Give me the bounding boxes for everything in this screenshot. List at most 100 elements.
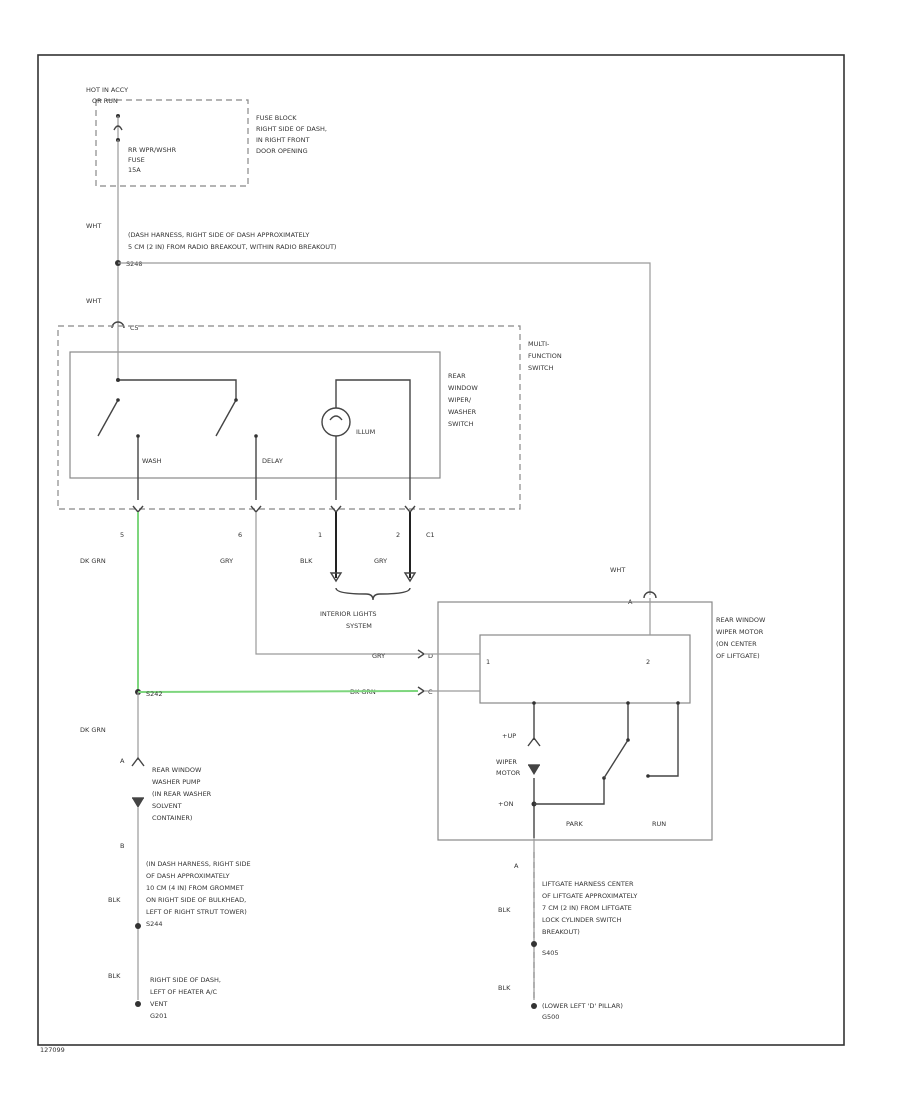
multi-function-1: MULTI- [528,340,550,348]
wiper-motor-2: MOTOR [496,769,521,777]
fuse-line-1: RR WPR/WSHR [128,146,177,154]
switch-name-4: WASHER [448,408,477,416]
motor-pin-d: D [428,652,433,660]
s242-label: S242 [146,690,163,698]
motor-run-label: RUN [652,820,666,828]
pump-4: SOLVENT [152,802,182,810]
pump-pin-b: B [120,842,124,850]
left-blk-2: BLK [108,972,121,980]
wash-label: WASH [142,457,162,465]
wiper-motor-1: WIPER [496,758,517,766]
fuse-location-4: DOOR OPENING [256,147,308,155]
interior-lights-1: INTERIOR LIGHTS [320,610,377,618]
s244-label: S244 [146,920,163,928]
wiper-motor-icon [528,764,540,775]
motor-pin-c: C [428,688,433,696]
g201-node [135,1001,141,1007]
fuse-line-3: 15A [128,166,141,174]
dash-loc-5: LEFT OF RIGHT STRUT TOWER) [146,908,247,916]
wire-color-dkgrn: DK GRN [80,557,106,565]
figure-id: 127099 [40,1046,65,1054]
pin-1: 1 [318,531,322,539]
switch-bus-node [116,378,120,382]
motor-up-dot [532,701,536,705]
diagram-border [37,54,845,1046]
interior-lights-2: SYSTEM [346,622,372,630]
dash-loc-3: 10 CM (4 IN) FROM GROMMET [146,884,244,892]
gry-wire-delay [255,512,420,655]
wire-color-gry-1: GRY [220,557,233,565]
pin-connector-c1: C1 [426,531,435,539]
motor-connector-a-icon [643,591,657,599]
left-ground-loc-1: RIGHT SIDE OF DASH, [150,976,221,984]
switch-name-5: SWITCH [448,420,474,428]
motor-name-1: REAR WINDOW [716,616,766,624]
wht-label-switch: WHT [86,297,101,305]
pump-1: REAR WINDOW [152,766,202,774]
motor-name-2: WIPER MOTOR [716,628,764,636]
liftgate-splice-node [531,941,537,947]
pump-2: WASHER PUMP [152,778,201,786]
motor-ground-wire-label-2: BLK [498,984,511,992]
pump-5: CONTAINER) [152,814,192,822]
pump-pin-a: A [120,757,125,765]
left-ground-loc-3: VENT [150,1000,167,1008]
wht-branch-wire [118,262,651,595]
motor-inner-box [479,634,691,704]
motor-gry-label: GRY [372,652,385,660]
dash-loc-1: (IN DASH HARNESS, RIGHT SIDE [146,860,251,868]
gry-arrow-icon [403,572,417,583]
pin-2: 2 [396,531,400,539]
motor-ground-wire-label: BLK [498,906,511,914]
dash-loc-2: OF DASH APPROXIMATELY [146,872,230,880]
liftgate-loc-1: LIFTGATE HARNESS CENTER [542,880,634,888]
motor-box-pin-1: 1 [486,658,490,666]
dkgrn-wire-horizontal [137,690,419,693]
dash-loc-4: ON RIGHT SIDE OF BULKHEAD, [146,896,246,904]
g201-label: G201 [150,1012,167,1020]
run-dot [646,774,650,778]
park-pivot-dot [626,738,630,742]
liftgate-loc-4: LOCK CYLINDER SWITCH [542,916,621,924]
park-line [534,778,605,805]
motor-ground-node [531,1003,537,1009]
motor-park-label: PARK [566,820,583,828]
connector-c5-label: C5 [130,324,139,332]
motor-name-3: (ON CENTER [716,640,757,648]
hot-label: HOT IN ACCY [86,86,128,94]
motor-ground-loc: (LOWER LEFT 'D' PILLAR) [542,1002,623,1010]
pump-connector-icon [131,756,145,767]
rear-wiper-switch-box [69,351,441,479]
delay-switch-icon [215,398,238,437]
left-blk-1: BLK [108,896,121,904]
splice-top-id: S248 [126,260,143,268]
left-ground-loc-2: LEFT OF HEATER A/C [150,988,218,996]
motor-on-label: +ON [498,800,514,808]
fuse-location-1: FUSE BLOCK [256,114,297,122]
switch-common-bus [118,379,237,400]
fuse-icon [113,114,123,142]
wht-label-top: WHT [86,222,101,230]
wire-color-blk: BLK [300,557,313,565]
illum-lamp-icon [321,407,351,437]
pump-3: (IN REAR WASHER [152,790,212,798]
run-line [648,703,679,777]
interior-lights-brace [335,587,411,601]
multi-function-2: FUNCTION [528,352,562,360]
motor-outer-box [437,601,713,841]
splice-top-loc-1: (DASH HARNESS, RIGHT SIDE OF DASH APPROX… [128,231,309,239]
motor-name-4: OF LIFTGATE) [716,652,760,660]
illum-loop [335,379,411,500]
switch-name-2: WINDOW [448,384,478,392]
switch-name-1: REAR [448,372,466,380]
wire-color-gry-2: GRY [374,557,387,565]
park-top-dot [626,701,630,705]
multi-function-outline [57,325,521,510]
pin-6: 6 [238,531,242,539]
delay-label: DELAY [262,457,283,465]
motor-input-connectors [417,649,426,696]
fuse-location-3: IN RIGHT FRONT [256,136,309,144]
run-top-dot [676,701,680,705]
motor-pin-bottom: A [514,862,519,870]
